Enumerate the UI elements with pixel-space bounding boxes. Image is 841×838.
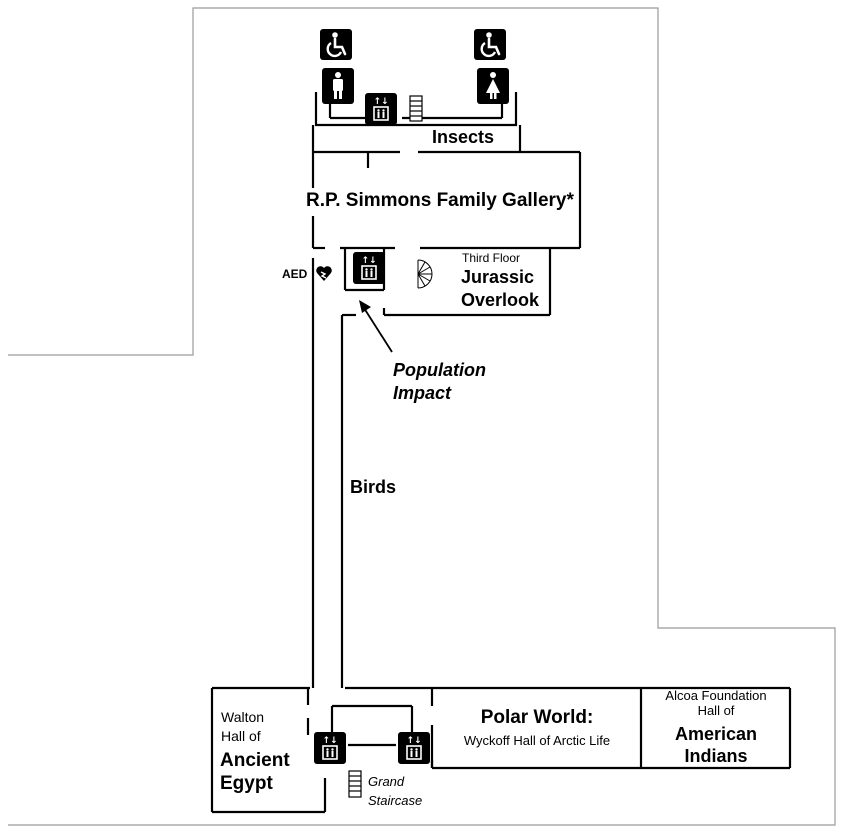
label-grand: Grand bbox=[368, 774, 405, 789]
label-staircase: Staircase bbox=[368, 793, 423, 808]
label-egypt: Egypt bbox=[220, 773, 273, 794]
elevator-icon: ↑↓ bbox=[365, 93, 397, 125]
label-population: Population bbox=[393, 360, 486, 380]
label-simmons-gallery: R.P. Simmons Family Gallery* bbox=[306, 190, 574, 211]
svg-text:↑↓: ↑↓ bbox=[373, 97, 388, 107]
label-impact: Impact bbox=[393, 383, 452, 403]
stairs-icon bbox=[409, 95, 423, 122]
pointer-arrow bbox=[359, 300, 393, 353]
svg-text:↑↓: ↑↓ bbox=[406, 736, 421, 746]
label-ancient: Ancient bbox=[220, 750, 290, 771]
label-polar-world: Polar World: bbox=[480, 707, 594, 728]
label-overlook: Overlook bbox=[461, 290, 540, 310]
womens-restroom-icon bbox=[477, 68, 509, 104]
label-indians: Indians bbox=[684, 746, 748, 766]
aed-heart-icon bbox=[316, 266, 332, 281]
label-alcoa-hall-of: Hall of bbox=[697, 703, 735, 718]
elevator-icon: ↑↓ bbox=[314, 732, 346, 764]
elevator-icon: ↑↓ bbox=[353, 252, 385, 284]
label-wyckoff: Wyckoff Hall of Arctic Life bbox=[463, 733, 611, 748]
label-birds: Birds bbox=[350, 477, 397, 497]
mens-restroom-icon bbox=[322, 68, 354, 104]
wheelchair-icon bbox=[474, 29, 506, 60]
label-alcoa-foundation: Alcoa Foundation bbox=[665, 688, 767, 703]
label-insects: Insects bbox=[432, 127, 495, 147]
label-third-floor: Third Floor bbox=[462, 251, 521, 265]
svg-text:↑↓: ↑↓ bbox=[322, 736, 337, 746]
label-hall-of: Hall of bbox=[221, 728, 261, 744]
spiral-stairs-icon bbox=[417, 259, 433, 289]
label-american: American bbox=[674, 724, 758, 744]
label-walton: Walton bbox=[221, 709, 265, 725]
svg-text:↑↓: ↑↓ bbox=[361, 256, 376, 266]
elevator-icon: ↑↓ bbox=[398, 732, 430, 764]
label-aed: AED bbox=[282, 267, 308, 281]
stairs-icon bbox=[348, 770, 362, 798]
building-outline bbox=[8, 7, 836, 826]
wheelchair-icon bbox=[320, 29, 352, 60]
label-jurassic: Jurassic bbox=[461, 267, 535, 287]
